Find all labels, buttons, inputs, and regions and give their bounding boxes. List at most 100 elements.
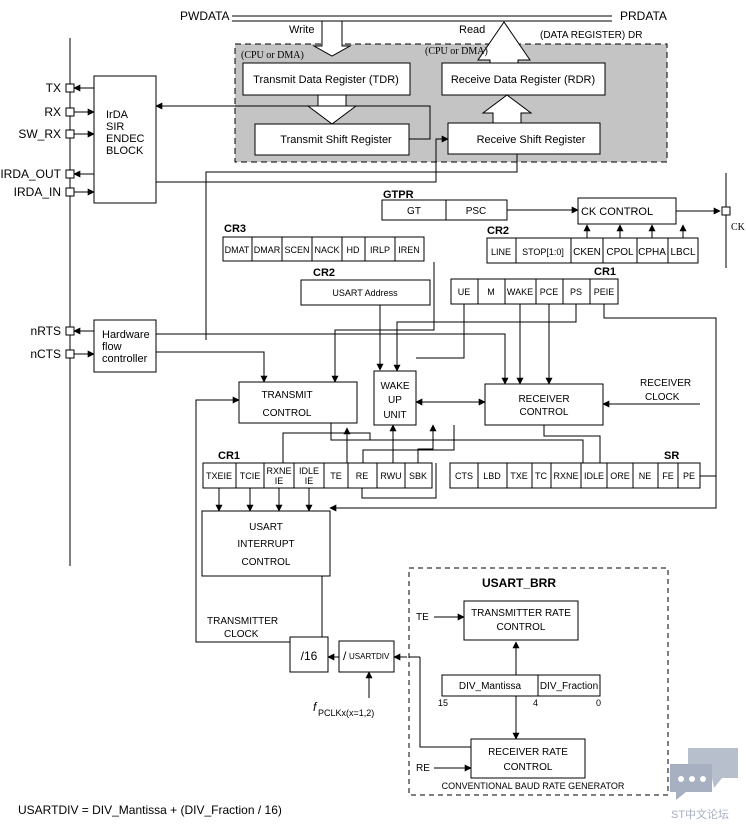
cr1-bit-sbk	[404, 462, 433, 489]
cr1-bit-label: RE	[356, 471, 369, 481]
cr1-bit-label: WAKE	[507, 287, 533, 297]
sr-bit-label: FE	[662, 471, 674, 481]
gtpr-gt-label: GT	[407, 206, 421, 217]
cr1-bit-label: M	[487, 287, 495, 297]
ncts-pin-label: nCTS	[30, 347, 61, 361]
nrts-pin-label: nRTS	[31, 324, 61, 338]
cr3-register: DMAT DMAR SCEN NACK HD IRLP IREN	[222, 236, 425, 262]
tx-pin-label: TX	[46, 81, 61, 95]
cr1-bit-wake	[504, 278, 537, 305]
cr1-bit-label: TXEIE	[206, 471, 232, 481]
sr-bit-cts	[449, 462, 479, 489]
apb-bus: PWDATA PRDATA	[180, 9, 667, 23]
cr2-bit-cken	[570, 237, 604, 264]
irda-label-1: IrDA	[106, 109, 129, 121]
cr1-bit-label: IDLE	[299, 466, 319, 476]
transmit-control-label-2: CONTROL	[263, 408, 312, 419]
gtpr-psc-label: PSC	[466, 206, 487, 217]
irda-in-pin-label: IRDA_IN	[14, 185, 61, 199]
forum-logo: ST中文论坛	[670, 748, 738, 821]
sr-bit-ore	[606, 462, 634, 489]
cr3-bit-label: NACK	[314, 245, 339, 255]
cr1-bit-label: UE	[458, 287, 471, 297]
cr1-bit-re	[347, 462, 378, 489]
receiver-control-label-1: RECEIVER	[518, 394, 569, 405]
brr-bit-0: 0	[596, 698, 601, 708]
tx-pin	[65, 83, 75, 93]
usartdiv-formula: USARTDIV = DIV_Mantissa + (DIV_Fraction …	[18, 803, 282, 817]
fpclk-sub: PCLKx(x=1,2)	[318, 708, 374, 718]
ck-pin	[721, 206, 731, 216]
trc-label-1: TRANSMITTER RATE	[471, 608, 571, 619]
cr3-bit-irlp	[364, 236, 396, 262]
sr-register: CTS LBD TXE TC RXNE IDLE ORE NE FE PE	[449, 462, 701, 489]
sr-bit-label: TC	[535, 471, 547, 481]
div16-box	[289, 636, 329, 673]
hwflow-label-2: flow	[102, 341, 122, 353]
tsr-box	[254, 123, 410, 156]
write-arrow	[312, 20, 352, 57]
cr1-bit-label: IE	[305, 476, 314, 486]
cr1-bottom-register: TXEIE TCIE RXNE IE IDLE IE TE RE RWU SBK	[202, 462, 433, 489]
rdr-label: Receive Data Register (RDR)	[451, 74, 595, 86]
interrupt-label-3: CONTROL	[242, 557, 291, 568]
sr-bit-txe	[506, 462, 533, 489]
receiver-rate-control	[470, 738, 586, 779]
cr2-bit-label: STOP[1:0]	[522, 247, 564, 257]
usart-address-field	[300, 279, 431, 306]
cr3-bit-label: DMAR	[254, 245, 281, 255]
cr1-bit-label: RWU	[380, 471, 401, 481]
fpclk-f: f	[313, 700, 318, 714]
interrupt-control-block	[201, 510, 331, 577]
cr2-bit-label: CKEN	[573, 247, 601, 258]
cr3-bit-label: DMAT	[225, 245, 250, 255]
wakeup-label-2: UP	[388, 395, 402, 406]
usartdiv-box	[338, 640, 395, 673]
interrupt-label-2: INTERRUPT	[237, 539, 294, 550]
cr2-bit-stop	[515, 237, 572, 264]
prdata-label: PRDATA	[620, 9, 667, 23]
rrc-label-2: CONTROL	[504, 762, 553, 773]
usartdiv-label: USARTDIV	[349, 652, 390, 661]
div-mantissa-label: DIV_Mantissa	[459, 681, 522, 692]
usart-address-label: USART Address	[332, 288, 398, 298]
wakeup-label-1: WAKE	[380, 381, 409, 392]
cr2-top-register: LINE STOP[1:0] CKEN CPOL CPHA LBCL	[486, 237, 699, 264]
cr3-bit-dmat	[222, 236, 253, 262]
rsr-to-rdr-arrow	[481, 94, 533, 125]
rsr-label: Receive Shift Register	[477, 134, 586, 146]
cr1-bit-label: PCE	[540, 287, 559, 297]
irda-out-pin	[65, 169, 75, 179]
cr1-bit-ps	[562, 278, 591, 305]
cr2-bit-lbcl	[667, 237, 699, 264]
hwflow-label-1: Hardware	[102, 329, 150, 341]
rx-pin	[65, 107, 75, 117]
sr-bit-label: NE	[639, 471, 652, 481]
irda-label-4: BLOCK	[106, 145, 144, 157]
pin-group: TX RX SW_RX IRDA_OUT IRDA_IN nRTS nCTS	[0, 81, 75, 361]
interrupt-label-1: USART	[249, 522, 283, 533]
ck-control-label: CK CONTROL	[581, 206, 653, 218]
cr2-bit-label: LBCL	[670, 247, 695, 258]
tdr-label: Transmit Data Register (TDR)	[253, 74, 399, 86]
sw-rx-pin	[65, 129, 75, 139]
cr1-bit-label: SBK	[409, 471, 427, 481]
div-fraction-field	[537, 674, 601, 697]
usart-brr-frame	[408, 567, 669, 796]
write-label: Write	[289, 24, 314, 36]
cr2-addr-title: CR2	[313, 267, 335, 279]
irda-in-pin	[65, 187, 75, 197]
data-register-label: (DATA REGISTER) DR	[540, 30, 642, 41]
cr3-title: CR3	[224, 223, 246, 235]
tdr-box	[242, 62, 411, 96]
gtpr-title: GTPR	[383, 189, 414, 201]
wakeup-label-3: UNIT	[383, 410, 406, 421]
brr-bit-15: 15	[438, 698, 448, 708]
cr1-bit-label: RXNE	[266, 466, 291, 476]
rrc-label-1: RECEIVER RATE	[488, 747, 568, 758]
sr-bit-label: TXE	[510, 471, 528, 481]
cr2-bit-label: CPHA	[638, 247, 666, 258]
transmit-control-block	[238, 381, 358, 424]
cr1-top-register: UE M WAKE PCE PS PEIE	[450, 278, 619, 305]
